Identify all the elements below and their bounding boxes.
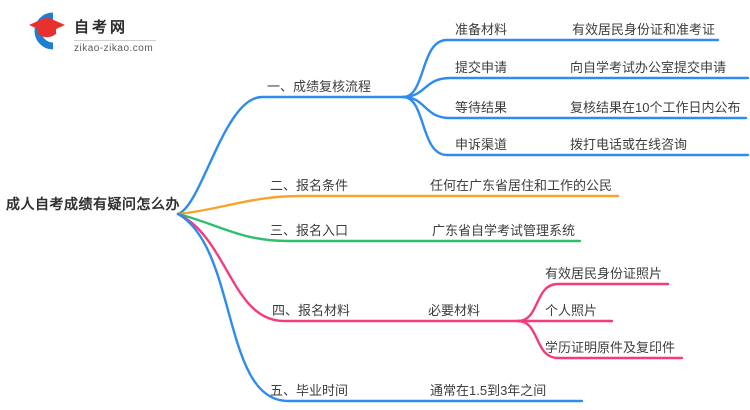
branch-4-label: 四、报名材料 bbox=[272, 303, 351, 318]
branch-1-row-1-detail: 有效居民身份证和准考证 bbox=[572, 22, 716, 37]
branch-3-detail: 广东省自学考试管理系统 bbox=[432, 223, 576, 238]
graduation-cap-icon bbox=[29, 12, 65, 50]
branch-4-item-3: 学历证明原件及复印件 bbox=[545, 340, 676, 355]
connector-branch-portal bbox=[176, 212, 582, 243]
connector-submit-application bbox=[401, 76, 750, 99]
logo-title: 自考网 bbox=[74, 19, 129, 36]
connector-id-photo bbox=[516, 282, 670, 323]
connector-diploma-copy bbox=[516, 319, 684, 360]
connector-prepare-materials bbox=[401, 38, 720, 99]
branch-1-row-3-label: 等待结果 bbox=[455, 100, 508, 115]
connector-appeal-channel bbox=[401, 95, 750, 157]
branch-2-label: 二、报名条件 bbox=[270, 178, 349, 193]
branch-1-label: 一、成绩复核流程 bbox=[267, 79, 372, 94]
connector-branch-review-process bbox=[176, 95, 405, 216]
connector-branch-materials bbox=[176, 212, 520, 323]
logo-text: 自考网 zikao-zikao.com bbox=[74, 8, 156, 54]
site-logo: 自考网 zikao-zikao.com bbox=[24, 8, 156, 54]
branch-2-detail: 任何在广东省居住和工作的公民 bbox=[430, 178, 613, 193]
branch-1-row-4-label: 申诉渠道 bbox=[455, 137, 508, 152]
branch-1-row-1-label: 准备材料 bbox=[455, 22, 508, 37]
logo-divider bbox=[74, 40, 156, 41]
branch-1-row-4-detail: 拨打电话或在线咨询 bbox=[570, 137, 688, 152]
branch-5-detail: 通常在1.5到3年之间 bbox=[430, 383, 547, 398]
connector-branch-graduation bbox=[176, 212, 584, 403]
branch-1-row-3-detail: 复核结果在10个工作日内公布 bbox=[570, 100, 741, 115]
branch-4-sub-label: 必要材料 bbox=[428, 303, 481, 318]
branch-4-item-2: 个人照片 bbox=[545, 303, 598, 318]
branch-1-row-2-detail: 向自学考试办公室提交申请 bbox=[570, 60, 727, 75]
branch-5-label: 五、毕业时间 bbox=[270, 383, 349, 398]
connector-branch-conditions bbox=[176, 194, 620, 216]
branch-4-item-1: 有效居民身份证照片 bbox=[545, 266, 663, 281]
branch-3-label: 三、报名入口 bbox=[270, 223, 349, 238]
central-topic: 成人自考成绩有疑问怎么办 bbox=[6, 196, 180, 212]
branch-1-row-2-label: 提交申请 bbox=[455, 60, 508, 75]
logo-domain: zikao-zikao.com bbox=[74, 43, 154, 54]
